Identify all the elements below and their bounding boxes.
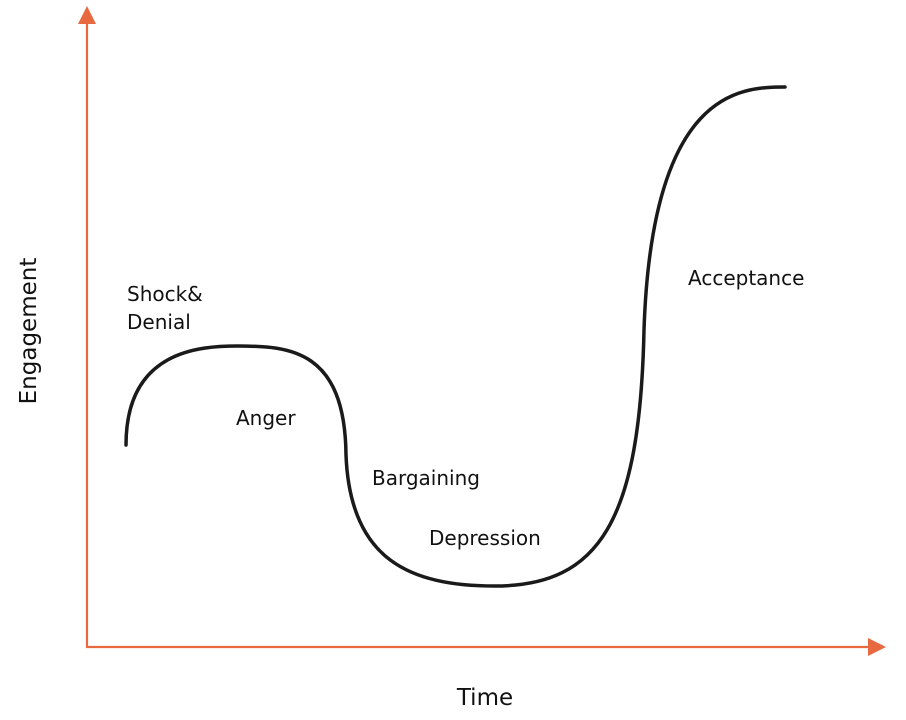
stage-label-shock-denial-line-1: Shock& — [127, 282, 203, 306]
engagement-curve — [124, 85, 787, 588]
x-axis-label: Time — [456, 685, 513, 711]
x-axis-arrowhead — [868, 638, 886, 656]
stage-label-anger: Anger — [236, 406, 296, 430]
y-axis-arrowhead — [78, 6, 96, 24]
stage-label-depression: Depression — [429, 526, 541, 550]
y-axis-label: Engagement — [16, 258, 42, 405]
stage-label-shock-denial-line-2: Denial — [127, 310, 191, 334]
stage-label-shock-denial: Shock& Denial — [127, 282, 209, 334]
stage-label-bargaining: Bargaining — [372, 466, 480, 490]
stage-label-acceptance: Acceptance — [688, 266, 804, 290]
